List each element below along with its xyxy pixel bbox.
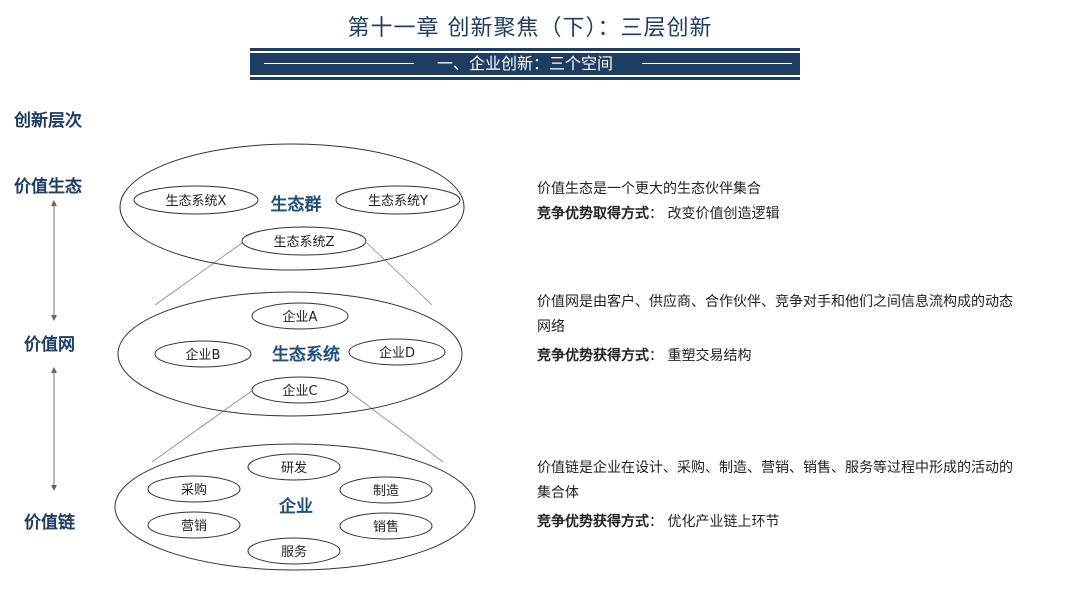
strategy-value-chain: 竞争优势获得方式： 优化产业链上环节 (537, 510, 1017, 535)
description-value-network-text: 价值网是由客户、供应商、合作伙伴、竞争对手和他们之间信息流构成的动态网络 (537, 294, 1013, 335)
zoom-line-left-bottom (151, 389, 254, 463)
banner-right-rule (642, 63, 792, 64)
description-value-chain-text: 价值链是企业在设计、采购、制造、营销、销售、服务等过程中形成的活动的集合体 (537, 460, 1013, 501)
banner-bottom-band (250, 77, 800, 80)
banner-top-band (250, 48, 800, 51)
page-title: 第十一章 创新聚焦（下）：三层创新 (347, 16, 713, 41)
value-chain-ellipse (114, 443, 476, 571)
node-marketing (147, 511, 241, 539)
description-ecosystem: 价值生态是一个更大的生态伙伴集合 竞争优势取得方式： 改变价值创造逻辑 (537, 177, 1017, 227)
strategy-ecosystem: 竞争优势取得方式： 改变价值创造逻辑 (537, 202, 1017, 227)
node-ecosystem-y-label: 生态系统Y (368, 194, 428, 209)
node-procurement (147, 475, 241, 503)
node-manufacturing-label: 制造 (373, 484, 399, 499)
center-label-value-chain: 企业 (278, 496, 313, 517)
node-service-label: 服务 (281, 544, 307, 560)
level-label-value-chain: 价值链 (24, 513, 75, 533)
zoom-line-right-top (366, 242, 433, 306)
strategy-value-network: 竞争优势获得方式： 重塑交易结构 (537, 344, 1017, 369)
node-ecosystem-z-label: 生态系统Z (274, 235, 335, 250)
node-enterprise-d-label: 企业D (379, 345, 415, 361)
level-label-ecosystem: 价值生态 (14, 177, 82, 197)
node-enterprise-a-label: 企业A (283, 309, 318, 325)
node-enterprise-d (348, 338, 446, 366)
strategy-value-network-value: ： 重塑交易结构 (649, 348, 752, 364)
node-procurement-label: 采购 (181, 482, 207, 498)
description-value-network: 价值网是由客户、供应商、合作伙伴、竞争对手和他们之间信息流构成的动态网络 竞争优… (537, 290, 1017, 369)
banner-text: 一、企业创新：三个空间 (436, 54, 613, 73)
ecosystem-ellipse (119, 143, 465, 271)
zoom-line-right-bottom (346, 389, 444, 463)
node-sales-label: 销售 (373, 519, 399, 535)
node-enterprise-c (251, 376, 349, 404)
node-enterprise-c-label: 企业C (282, 383, 317, 399)
strategy-value-network-label: 竞争优势获得方式 (537, 348, 649, 364)
strategy-value-chain-label: 竞争优势获得方式 (537, 514, 649, 530)
node-rnd (247, 453, 341, 481)
strategy-ecosystem-value: ： 改变价值创造逻辑 (649, 206, 780, 222)
levels-header: 创新层次 (14, 111, 82, 131)
node-ecosystem-x-label: 生态系统X (166, 194, 227, 209)
node-enterprise-a (251, 302, 349, 330)
node-sales (339, 512, 433, 540)
node-marketing-label: 营销 (181, 519, 207, 534)
level-label-value-network: 价值网 (24, 335, 75, 355)
banner-main-band (250, 53, 800, 75)
banner-left-rule (264, 63, 414, 64)
node-enterprise-b-label: 企业B (186, 347, 221, 363)
node-ecosystem-z (241, 226, 367, 256)
description-ecosystem-text: 价值生态是一个更大的生态伙伴集合 (537, 181, 761, 197)
node-ecosystem-y (335, 185, 461, 215)
section-banner: 一、企业创新：三个空间 (250, 48, 800, 80)
value-network-ellipse (117, 291, 463, 417)
center-label-ecosystem: 生态群 (271, 194, 322, 215)
node-ecosystem-x (133, 185, 259, 215)
node-service (247, 537, 341, 565)
node-manufacturing (339, 476, 433, 504)
description-value-chain: 价值链是企业在设计、采购、制造、营销、销售、服务等过程中形成的活动的集合体 竞争… (537, 456, 1017, 535)
center-label-value-network: 生态系统 (272, 344, 340, 365)
node-rnd-label: 研发 (281, 460, 307, 476)
strategy-value-chain-value: ： 优化产业链上环节 (649, 514, 780, 530)
strategy-ecosystem-label: 竞争优势取得方式 (537, 206, 649, 222)
node-enterprise-b (154, 340, 252, 368)
zoom-line-left-top (154, 242, 243, 306)
